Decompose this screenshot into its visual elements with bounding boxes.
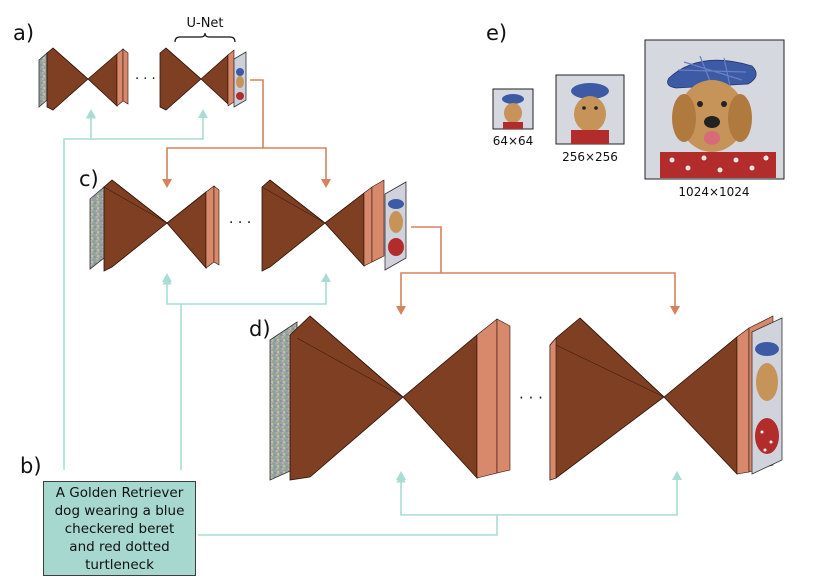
panel-label-c: c)	[79, 167, 99, 191]
panel-label-a: a)	[13, 21, 34, 45]
unet-stage-c: · · ·	[89, 179, 407, 272]
unet-stage-a: · · · U-Net	[38, 16, 247, 111]
teal-arrowheads-extra	[86, 109, 682, 480]
unet-block-c2	[261, 179, 385, 272]
panel-label-b: b)	[20, 454, 42, 478]
unet-block-d2	[549, 315, 774, 481]
noise-input-c	[89, 186, 105, 270]
output-image-d	[751, 317, 783, 475]
text-prompt: A Golden Retriever dog wearing a blue ch…	[54, 484, 185, 573]
unet-brace	[174, 32, 236, 43]
unet-stage-d: · · ·	[269, 315, 783, 481]
unet-block-d1	[289, 315, 511, 481]
orange-arrowheads	[162, 179, 680, 315]
orange-upsample-arrows	[166, 79, 676, 308]
unet-block-a1	[46, 47, 129, 111]
thumbnail-256	[555, 74, 625, 145]
resolution-label-1024: 1024×1024	[678, 185, 749, 199]
thumbnail-64	[492, 88, 534, 130]
teal-conditioning-arrows	[63, 109, 678, 536]
unet-block-a2	[159, 47, 235, 111]
resolution-label-256: 256×256	[562, 150, 618, 164]
ellipsis-c: · · ·	[229, 215, 251, 231]
resolution-label-64: 64×64	[493, 134, 534, 148]
noise-input-a	[38, 52, 48, 108]
unet-label: U-Net	[186, 16, 223, 31]
unet-block-c1	[103, 179, 220, 272]
text-prompt-box: A Golden Retriever dog wearing a blue ch…	[43, 481, 196, 576]
panel-label-d: d)	[249, 317, 271, 341]
ellipsis-d: · · ·	[519, 389, 543, 407]
ellipsis-a: · · ·	[135, 72, 156, 87]
output-image-a	[233, 51, 247, 108]
output-image-c	[384, 181, 407, 271]
panel-label-e: e)	[486, 21, 507, 45]
thumbnail-1024	[644, 39, 785, 180]
